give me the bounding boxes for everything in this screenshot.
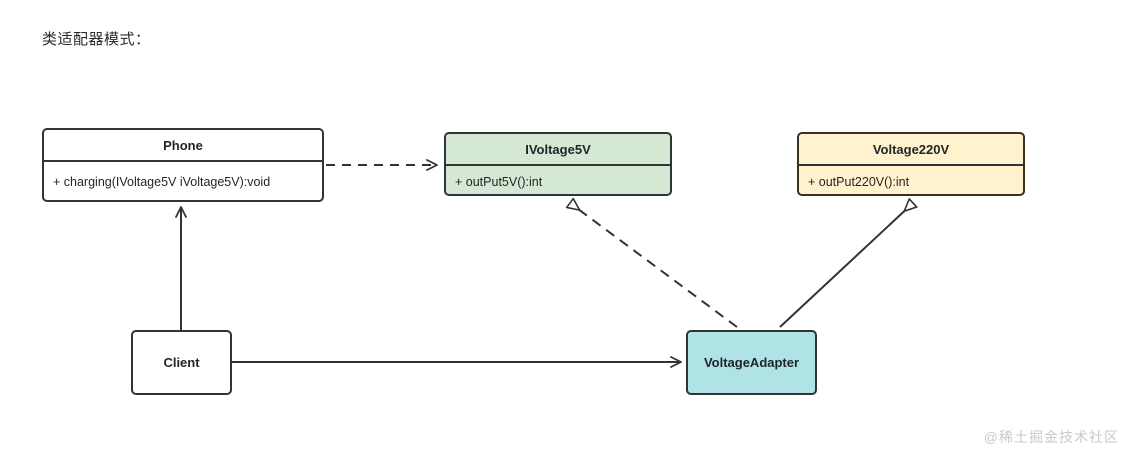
- class-name-ivoltage5v: IVoltage5V: [525, 141, 591, 157]
- relation-voltageadapter-to-ivoltage5v: [565, 197, 738, 328]
- class-box-ivoltage5v[interactable]: IVoltage5V + outPut5V():int: [444, 132, 672, 196]
- class-box-voltage220v[interactable]: Voltage220V + outPut220V():int: [797, 132, 1025, 196]
- class-box-voltageadapter[interactable]: VoltageAdapter: [686, 330, 817, 395]
- class-member-ivoltage5v-output5v: + outPut5V():int: [455, 175, 543, 189]
- class-separator: [446, 164, 670, 166]
- class-name-voltageadapter: VoltageAdapter: [703, 355, 800, 370]
- class-name-voltage220v: Voltage220V: [872, 141, 950, 157]
- class-member-voltage220v-output220v: + outPut220V():int: [808, 175, 910, 189]
- class-separator: [44, 160, 322, 162]
- class-box-client[interactable]: Client: [131, 330, 232, 395]
- watermark-label: @稀土掘金技术社区: [983, 429, 1119, 445]
- class-name-phone: Phone: [163, 137, 203, 153]
- class-box-phone[interactable]: Phone + charging(IVoltage5V iVoltage5V):…: [42, 128, 324, 202]
- class-separator: [799, 164, 1023, 166]
- page-title: 类适配器模式：: [42, 31, 151, 48]
- class-member-phone-charging: + charging(IVoltage5V iVoltage5V):void: [53, 175, 271, 189]
- class-name-client: Client: [163, 355, 200, 370]
- relation-voltageadapter-to-voltage220v: [779, 198, 918, 328]
